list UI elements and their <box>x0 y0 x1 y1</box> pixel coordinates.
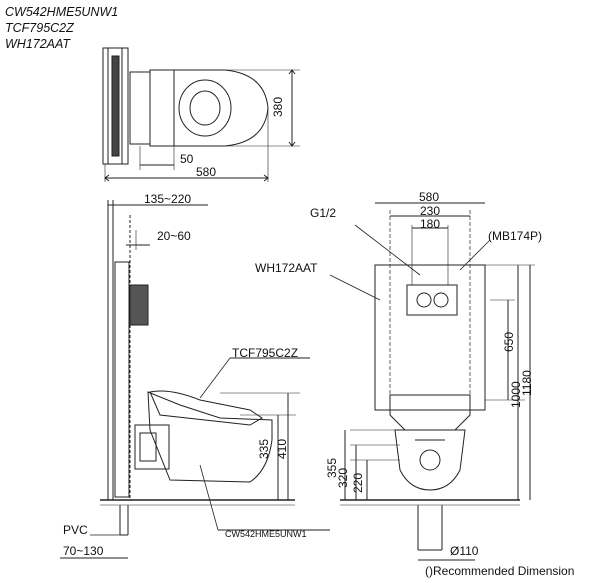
front-view <box>329 202 535 561</box>
label-pvc-range: 70~130 <box>63 544 104 558</box>
label-pvc: PVC <box>63 523 88 537</box>
label-bowl: CW542HME5UNW1 <box>225 529 307 539</box>
dim-front-650: 650 <box>502 331 516 352</box>
model-line-1: CW542HME5UNW1 <box>5 5 119 19</box>
dim-side-outer: 135~220 <box>144 192 192 206</box>
dim-front-1180: 1180 <box>520 370 534 396</box>
note-recommended: ()Recommended Dimension <box>425 564 575 578</box>
dim-top-depth: 380 <box>271 96 285 117</box>
dim-top-offset: 50 <box>180 152 194 166</box>
top-view <box>102 47 300 182</box>
dim-pipe-diameter: Ø110 <box>450 544 479 558</box>
model-line-3: WH172AAT <box>5 37 71 51</box>
dim-side-total: 410 <box>275 438 289 459</box>
dim-front-mid: 230 <box>420 204 441 218</box>
dim-side-inner: 20~60 <box>157 229 191 243</box>
label-module: (MB174P) <box>488 229 543 243</box>
dim-front-220: 220 <box>351 472 365 493</box>
side-view <box>60 200 330 559</box>
label-frame: WH172AAT <box>255 261 318 275</box>
dim-top-width: 580 <box>196 165 217 179</box>
dim-front-inner: 180 <box>420 217 441 231</box>
model-line-2: TCF795C2Z <box>5 21 74 35</box>
dim-front-total: 580 <box>419 190 440 204</box>
label-seat: TCF795C2Z <box>232 346 299 360</box>
dim-side-bowl: 335 <box>257 438 271 459</box>
dim-front-320: 320 <box>336 467 350 488</box>
label-pipe-thread: G1/2 <box>310 206 337 220</box>
